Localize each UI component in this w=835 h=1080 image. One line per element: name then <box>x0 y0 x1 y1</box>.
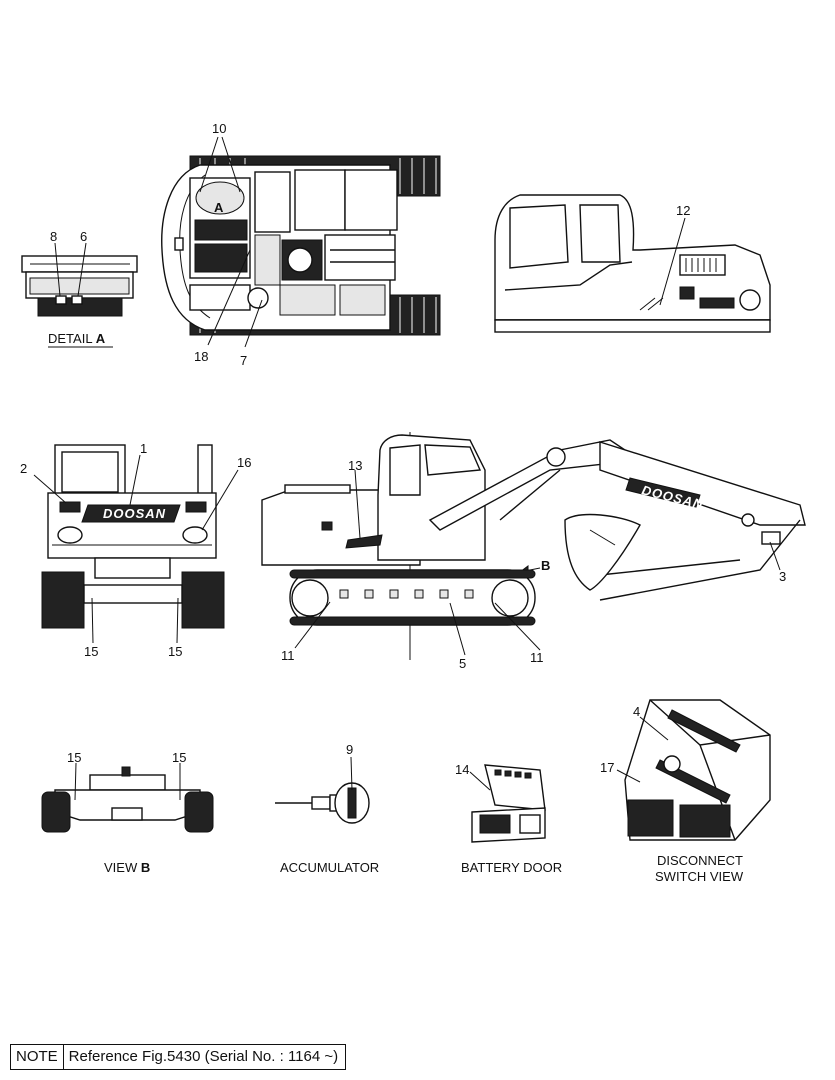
callout-10: 10 <box>212 121 226 136</box>
callout-11a: 11 <box>281 648 295 663</box>
callout-15d: 15 <box>172 750 186 765</box>
callout-14: 14 <box>455 762 469 777</box>
callout-8: 8 <box>50 229 57 244</box>
note-text: Reference Fig.5430 (Serial No. : 1164 ~) <box>68 1048 339 1065</box>
callout-9: 9 <box>346 742 353 757</box>
callout-4: 4 <box>633 704 640 719</box>
callout-17: 17 <box>600 760 614 775</box>
callout-15a: 15 <box>84 644 98 659</box>
caption-disconnect-line1: DISCONNECT <box>657 853 743 868</box>
callout-6: 6 <box>80 229 87 244</box>
callout-15b: 15 <box>168 644 182 659</box>
callout-3: 3 <box>779 569 786 584</box>
callout-2: 2 <box>20 461 27 476</box>
callout-16: 16 <box>237 455 251 470</box>
callout-15c: 15 <box>67 750 81 765</box>
top-view <box>161 136 441 348</box>
caption-accumulator: ACCUMULATOR <box>280 860 379 875</box>
disconnect-switch-view <box>616 699 771 841</box>
note-box: NOTE Reference Fig.5430 (Serial No. : 11… <box>10 1044 347 1070</box>
callout-18: 18 <box>194 349 208 364</box>
callout-5: 5 <box>459 656 466 671</box>
battery-door-view <box>469 764 546 843</box>
callout-11b: 11 <box>530 650 544 665</box>
accumulator-view <box>275 756 370 824</box>
detail-a-view <box>21 242 138 317</box>
view-marker-a: A <box>214 200 224 215</box>
note-label: NOTE <box>11 1045 64 1069</box>
callout-13: 13 <box>348 458 362 473</box>
caption-view-b: VIEW B <box>104 860 150 875</box>
cab-side-view <box>494 194 771 333</box>
callout-1: 1 <box>140 441 147 456</box>
callout-7: 7 <box>240 353 247 368</box>
view-b <box>41 762 214 833</box>
doosan-logo-rear: DOOSAN <box>103 506 166 521</box>
view-marker-b: B <box>541 558 550 573</box>
caption-detail-a: DETAIL A <box>48 331 106 346</box>
callout-12: 12 <box>676 203 690 218</box>
rear-view: DOOSAN <box>33 444 239 644</box>
excavator-side-view: DOOSAN <box>261 432 806 660</box>
caption-battery-door: BATTERY DOOR <box>461 860 562 875</box>
caption-disconnect-line2: SWITCH VIEW <box>655 869 744 884</box>
